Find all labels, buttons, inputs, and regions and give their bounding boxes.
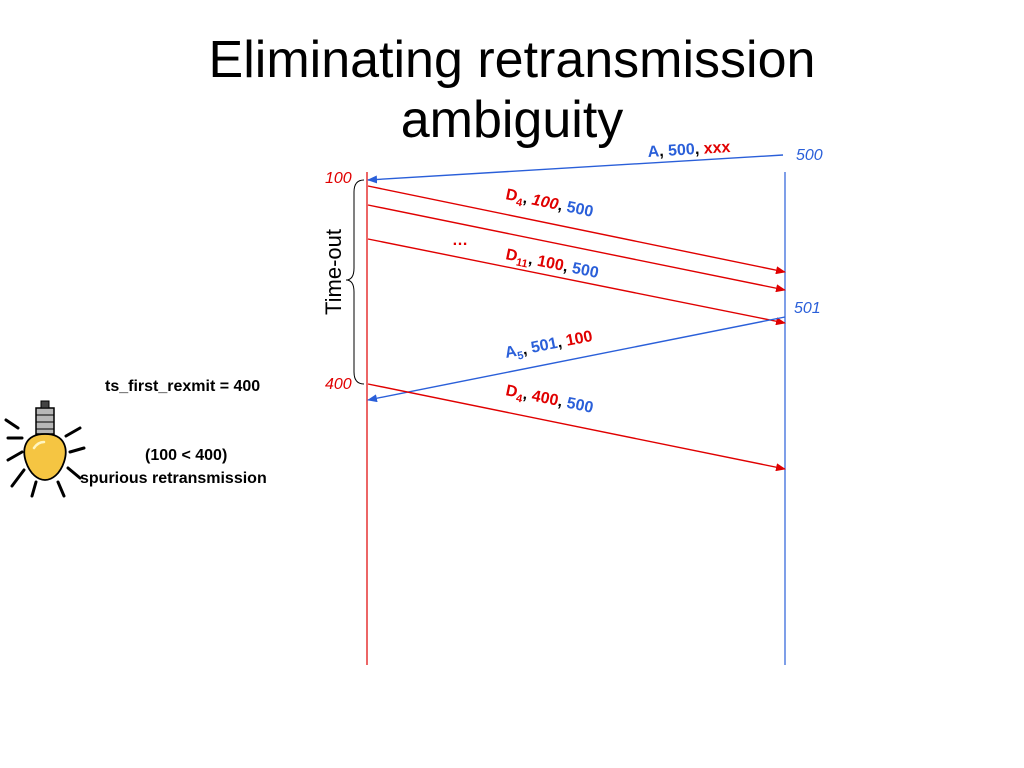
note-comparison: (100 < 400) [145, 447, 228, 464]
label-data-d4: D4, 100, 500 [504, 186, 595, 223]
title-line-2: ambiguity [400, 91, 624, 149]
label-ack-a5: A5, 501, 100 [503, 328, 594, 365]
sender-ts-400: 400 [325, 376, 352, 393]
timeout-brace [345, 179, 365, 385]
sender-ts-100: 100 [325, 170, 352, 187]
arrow-ack-a5 [367, 316, 786, 403]
label-data-d11: D11, 100, 500 [504, 246, 601, 285]
arrow-data-3 [367, 238, 786, 326]
arrow-data-rexmit [367, 383, 786, 472]
ellipsis: … [452, 232, 468, 249]
lightbulb-icon [4, 400, 86, 498]
label-ack-initial: A, 500, xxx [647, 139, 731, 161]
receiver-ts-501: 501 [794, 300, 821, 317]
title-line-1: Eliminating retransmission [208, 31, 816, 89]
arrow-data-2 [367, 204, 786, 293]
timeout-label: Time-out [321, 229, 346, 315]
arrow-data-1 [367, 185, 786, 275]
note-ts-first-rexmit: ts_first_rexmit = 400 [105, 378, 261, 395]
note-conclusion: spurious retransmission [80, 470, 267, 487]
receiver-ts-500: 500 [796, 147, 823, 164]
label-data-rexmit: D4, 400, 500 [504, 382, 595, 419]
slide-title: Eliminating retransmission ambiguity [0, 30, 1024, 150]
arrow-ack-initial [367, 154, 784, 184]
